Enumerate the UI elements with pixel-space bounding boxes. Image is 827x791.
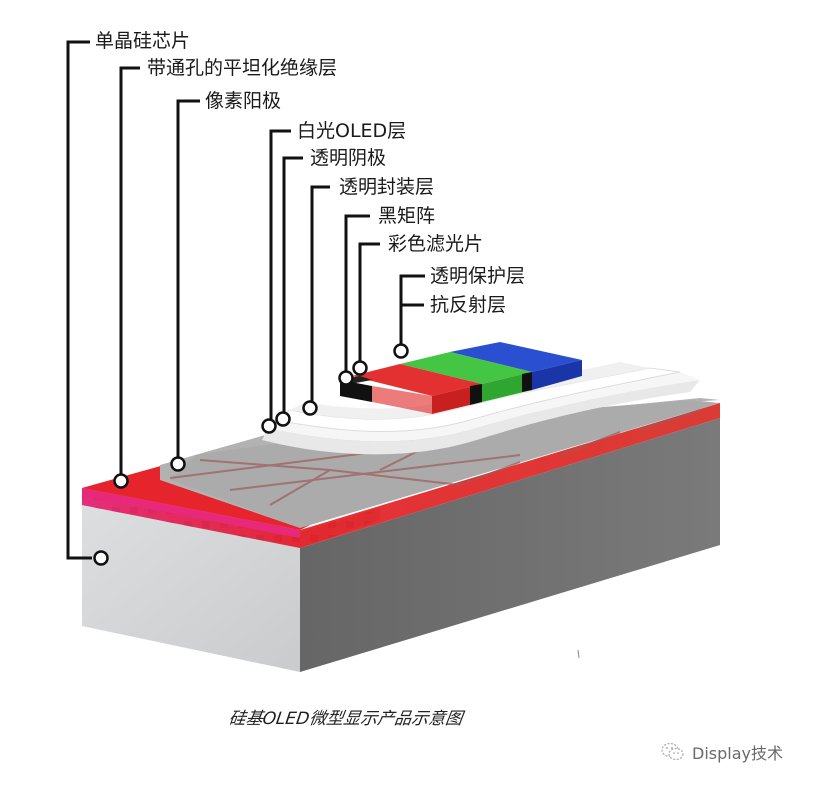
diagram-caption: 硅基OLED微型显示产品示意图 (227, 709, 464, 729)
label-black-matrix: 黑矩阵 (378, 205, 436, 227)
label-white-oled-layer: 白光OLED层 (297, 120, 407, 142)
speck (577, 649, 580, 659)
silicon-substrate (82, 418, 720, 672)
watermark: Display技术 (660, 740, 783, 764)
label-anti-reflection-layer: 抗反射层 (430, 294, 507, 316)
label-planarization-layer: 带通孔的平坦化绝缘层 (147, 57, 338, 79)
label-pixel-anode: 像素阳极 (205, 90, 282, 112)
label-transparent-cathode: 透明阴极 (310, 147, 387, 169)
leader-lines (66, 40, 425, 560)
label-transparent-encapsulation: 透明封装层 (339, 176, 435, 198)
label-color-filter: 彩色滤光片 (388, 233, 484, 255)
label-silicon-chip: 单晶硅芯片 (95, 30, 191, 52)
color-filters (340, 342, 582, 414)
leader-endpoints (93, 343, 409, 566)
wechat-icon (661, 742, 684, 761)
watermark-text: Display技术 (692, 744, 783, 763)
label-transparent-protective-layer: 透明保护层 (430, 265, 526, 287)
